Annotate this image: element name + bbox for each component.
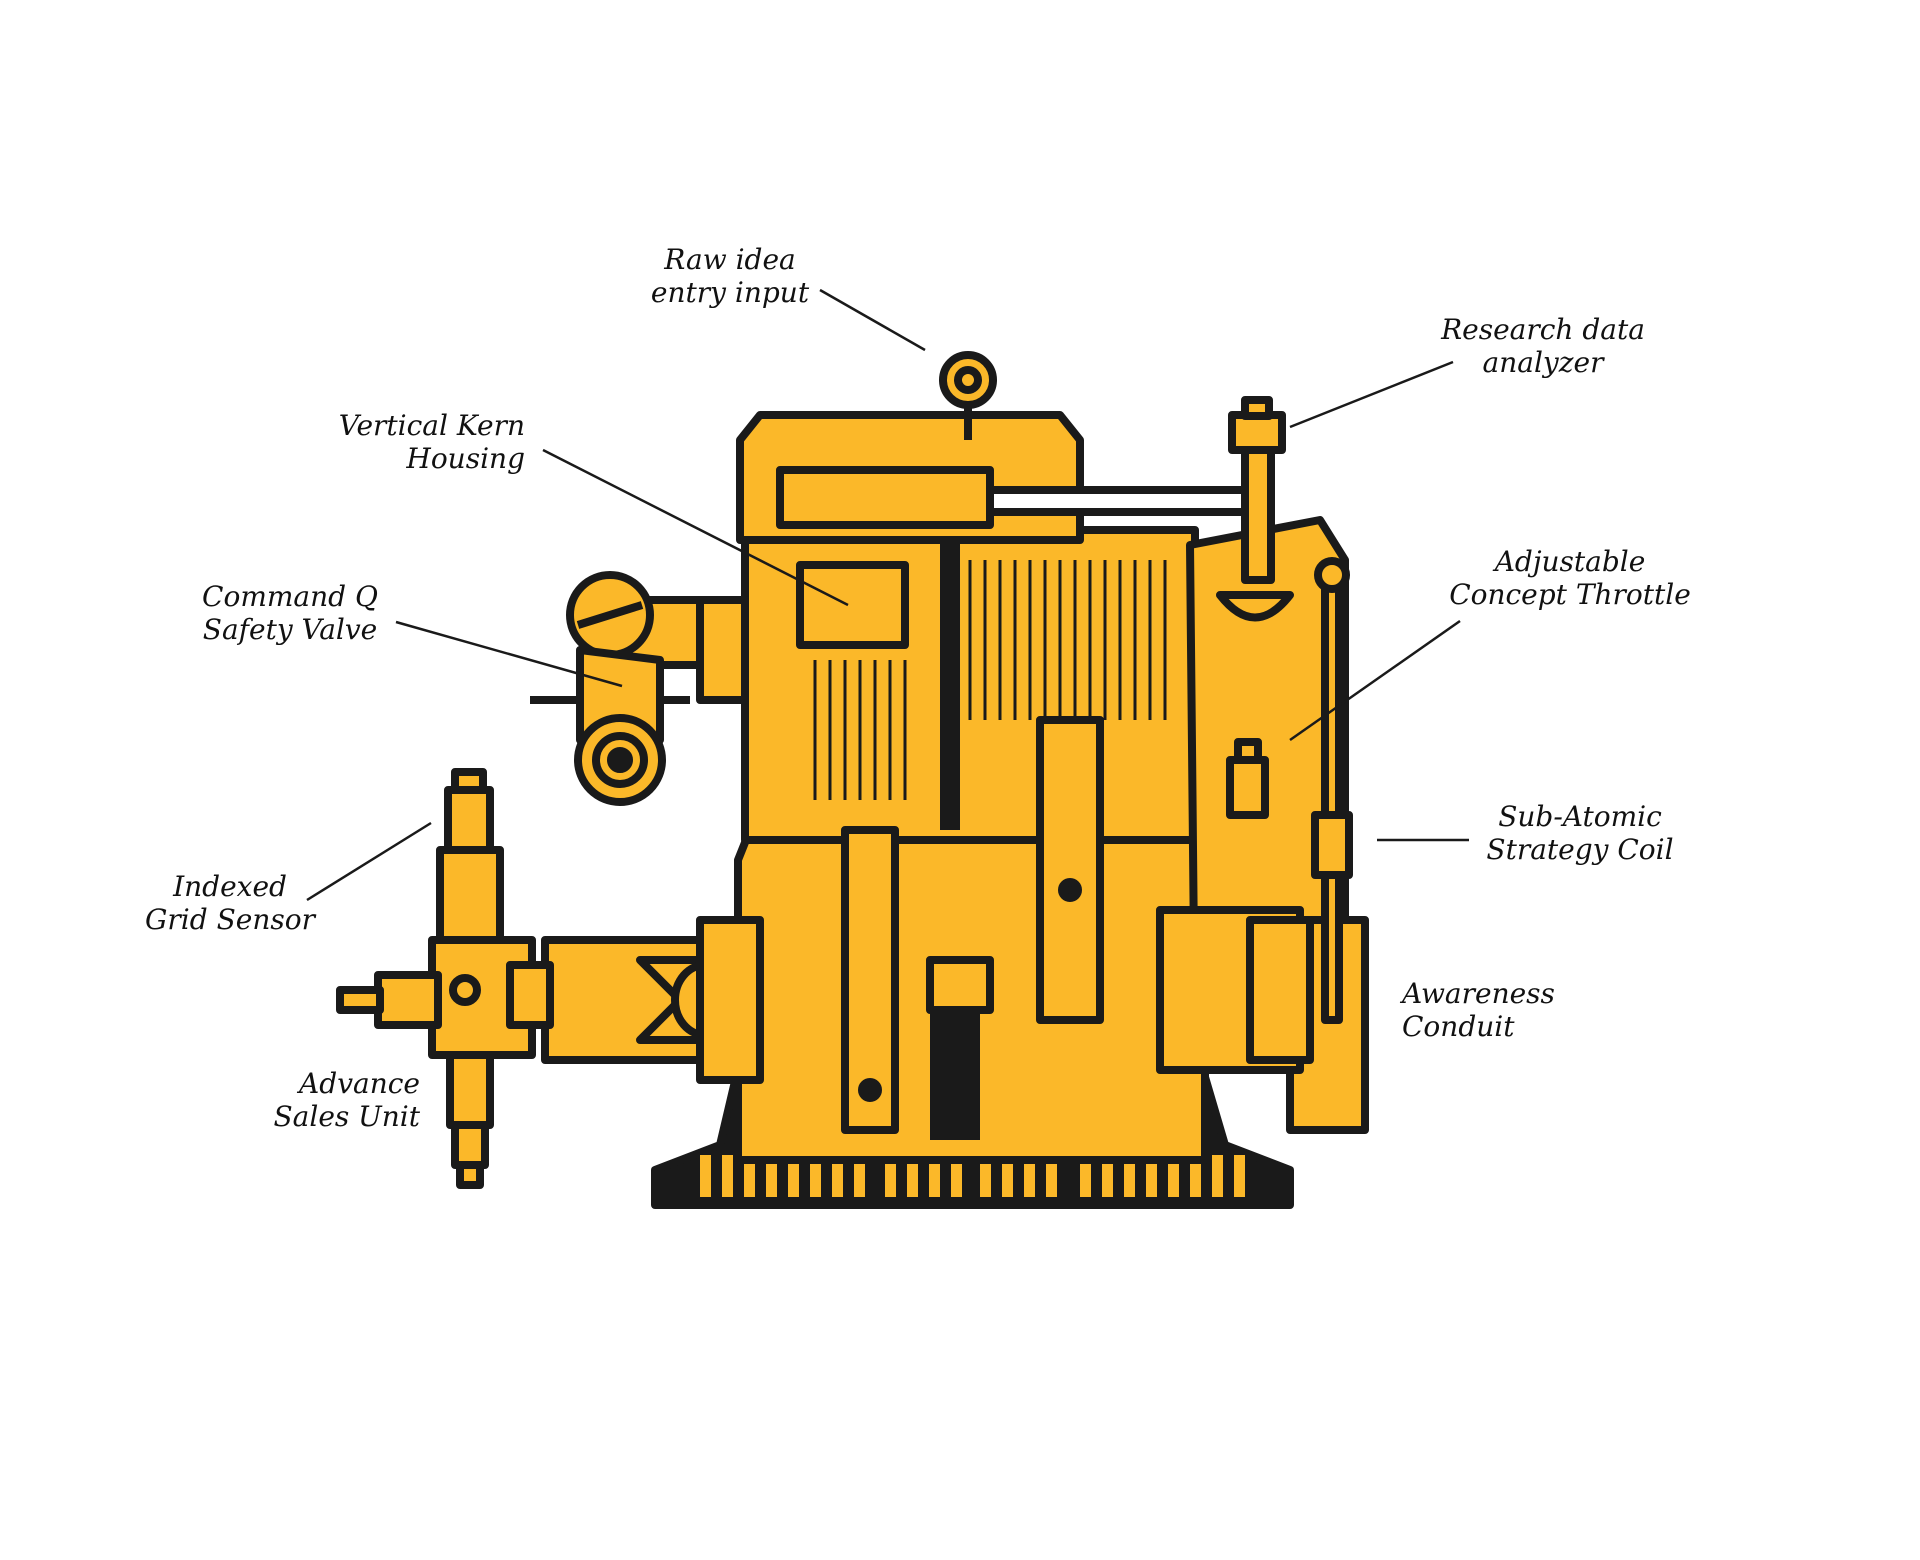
- label-indexed-grid: Indexed Grid Sensor: [120, 870, 340, 936]
- advance-sales-unit: [336, 971, 494, 1189]
- label-sub-atomic-line2: Strategy Coil: [1486, 833, 1674, 866]
- leader-adjustable: [1289, 619, 1461, 742]
- leader-command-q: [395, 620, 623, 688]
- throttle-knob: [1314, 557, 1350, 593]
- label-raw-idea-line2: entry input: [650, 276, 810, 309]
- oil-cup-right-cap: [1234, 738, 1262, 764]
- kern-panel: [796, 561, 909, 649]
- cylinder-fins-right: [968, 560, 1167, 720]
- coil-sleeve: [1311, 811, 1353, 879]
- connecting-rods: [841, 716, 1104, 1134]
- leader-research: [1289, 360, 1454, 429]
- label-awareness-line1: Awareness: [1402, 977, 1555, 1010]
- gauge-inner: [954, 366, 982, 394]
- analyzer-arm: [986, 486, 1254, 516]
- label-raw-idea-line1: Raw idea: [664, 243, 796, 276]
- engine-illustration: [336, 351, 1369, 1209]
- label-adjustable-line1: Adjustable: [1494, 545, 1646, 578]
- label-sub-atomic-line1: Sub-Atomic: [1498, 800, 1662, 833]
- label-advance-sales-line1: Advance: [299, 1067, 420, 1100]
- label-indexed-grid-line2: Grid Sensor: [145, 903, 315, 936]
- label-research: Research data analyzer: [1428, 313, 1658, 379]
- analyzer-column: [1241, 436, 1275, 584]
- leader-lines: [306, 288, 1469, 902]
- label-vertical-kern: Vertical Kern Housing: [300, 409, 525, 475]
- label-command-q-line2: Safety Valve: [202, 613, 378, 646]
- left-assembly: [541, 916, 764, 1084]
- cylinder-fins-left: [813, 660, 907, 800]
- oil-cup-right: [1226, 756, 1269, 819]
- leader-raw-idea: [819, 288, 926, 352]
- label-adjustable: Adjustable Concept Throttle: [1440, 545, 1700, 611]
- throttle-rod: [1321, 576, 1343, 1024]
- head-bar: [776, 466, 994, 529]
- label-vertical-kern-line1: Vertical Kern: [338, 409, 525, 442]
- cylinder-dark-band: [940, 540, 960, 830]
- base-ribs: [700, 1155, 1245, 1197]
- label-sub-atomic: Sub-Atomic Strategy Coil: [1475, 800, 1685, 866]
- leader-indexed-grid: [306, 821, 432, 902]
- label-advance-sales: Advance Sales Unit: [225, 1067, 420, 1133]
- analyzer-knob: [1241, 396, 1273, 420]
- analyzer-cap: [1228, 411, 1286, 454]
- label-raw-idea: Raw idea entry input: [635, 243, 825, 309]
- label-awareness: Awareness Conduit: [1402, 977, 1622, 1043]
- label-adjustable-line2: Concept Throttle: [1449, 578, 1691, 611]
- label-vertical-kern-line2: Housing: [406, 442, 525, 475]
- label-research-line1: Research data: [1441, 313, 1645, 346]
- label-command-q-line1: Command Q: [202, 580, 378, 613]
- label-command-q: Command Q Safety Valve: [180, 580, 400, 646]
- label-advance-sales-line2: Sales Unit: [273, 1100, 420, 1133]
- grid-sensor: [428, 768, 554, 1059]
- label-research-line2: analyzer: [1482, 346, 1604, 379]
- label-indexed-grid-line1: Indexed: [173, 870, 287, 903]
- safety-valve: [530, 571, 749, 806]
- leader-vertical-kern: [542, 448, 849, 607]
- label-awareness-line2: Conduit: [1402, 1010, 1515, 1043]
- analyzer-bowl: [1216, 591, 1294, 622]
- right-cylinder-drum-2: [1246, 916, 1314, 1064]
